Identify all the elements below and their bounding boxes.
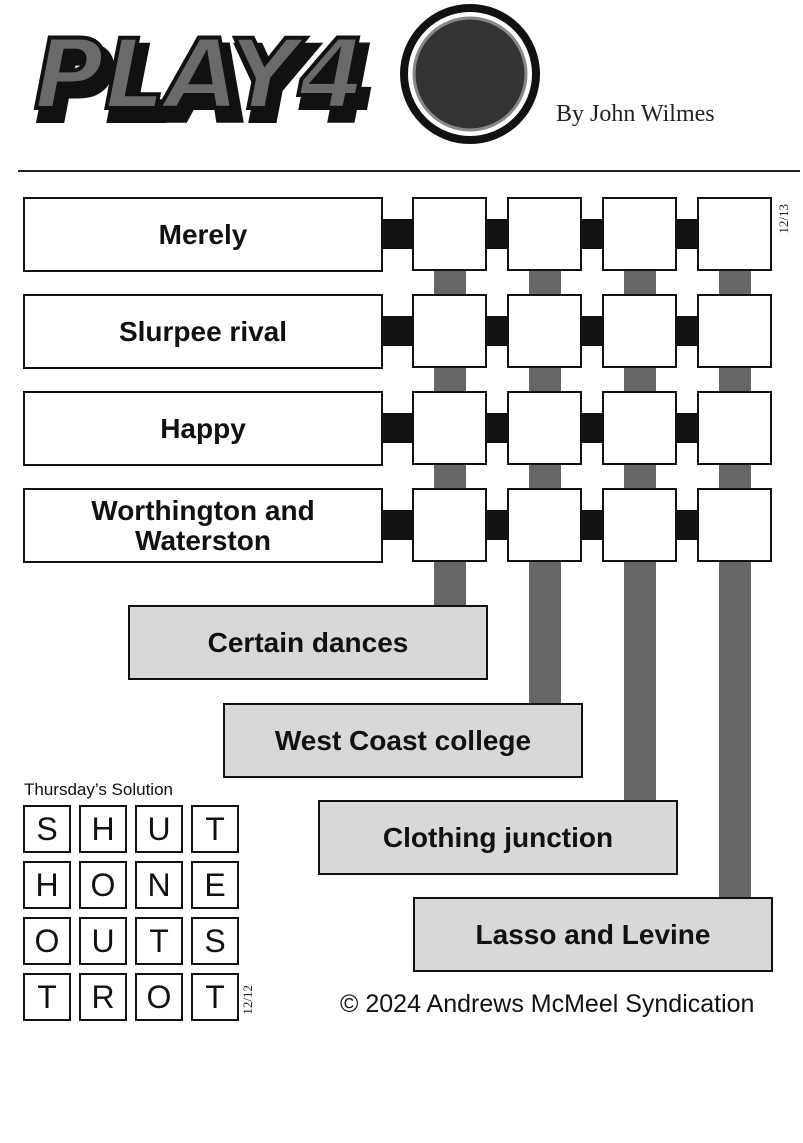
logo-graphic: PLAY4 PLAY4 <box>32 4 540 146</box>
solution-cell: S <box>191 917 239 965</box>
logo-text-shadow: PLAY4 <box>40 29 371 141</box>
grid-cell-r3c2[interactable] <box>507 391 582 465</box>
down-clue-3: Clothing junction <box>318 800 678 875</box>
grid-cell-r4c2[interactable] <box>507 488 582 562</box>
solution-cell: T <box>191 805 239 853</box>
solution-cell: N <box>135 861 183 909</box>
solution-cell: T <box>23 973 71 1021</box>
solution-cell: H <box>23 861 71 909</box>
grid-cell-r2c4[interactable] <box>697 294 772 368</box>
grid-cell-r1c1[interactable] <box>412 197 487 271</box>
solution-cell: H <box>79 805 127 853</box>
grid-cell-r2c1[interactable] <box>412 294 487 368</box>
byline: By John Wilmes <box>556 101 715 127</box>
grid-cell-r3c3[interactable] <box>602 391 677 465</box>
solution-cell: E <box>191 861 239 909</box>
across-clue-3: Happy <box>23 391 383 466</box>
solution-cell: O <box>79 861 127 909</box>
play4-logo: PLAY4 PLAY4 <box>30 0 550 160</box>
header-divider <box>18 170 800 172</box>
solution-cell: U <box>79 917 127 965</box>
solution-title: Thursday’s Solution <box>24 780 173 799</box>
solution-date: 12/12 <box>240 985 255 1015</box>
solution-cell: R <box>79 973 127 1021</box>
solution-cell: O <box>135 973 183 1021</box>
down-clue-4: Lasso and Levine <box>413 897 773 972</box>
grid-cell-r2c3[interactable] <box>602 294 677 368</box>
grid-cell-r2c2[interactable] <box>507 294 582 368</box>
solution-cell: O <box>23 917 71 965</box>
puzzle-date: 12/13 <box>776 204 791 234</box>
grid-cell-r3c4[interactable] <box>697 391 772 465</box>
down-bar-4 <box>719 268 751 900</box>
grid-cell-r1c4[interactable] <box>697 197 772 271</box>
grid-cell-r4c3[interactable] <box>602 488 677 562</box>
grid-cell-r1c3[interactable] <box>602 197 677 271</box>
grid-cell-r3c1[interactable] <box>412 391 487 465</box>
copyright-notice: © 2024 Andrews McMeel Syndication <box>340 990 755 1018</box>
solution-cell: U <box>135 805 183 853</box>
solution-cell: T <box>191 973 239 1021</box>
solution-cell: T <box>135 917 183 965</box>
across-clue-4: Worthington and Waterston <box>23 488 383 563</box>
down-clue-2: West Coast college <box>223 703 583 778</box>
across-clue-1: Merely <box>23 197 383 272</box>
across-clue-2: Slurpee rival <box>23 294 383 369</box>
down-clue-1: Certain dances <box>128 605 488 680</box>
logo-text: PLAY4 <box>34 19 365 131</box>
grid-cell-r4c1[interactable] <box>412 488 487 562</box>
grid-cell-r4c4[interactable] <box>697 488 772 562</box>
solution-cell: S <box>23 805 71 853</box>
grid-cell-r1c2[interactable] <box>507 197 582 271</box>
